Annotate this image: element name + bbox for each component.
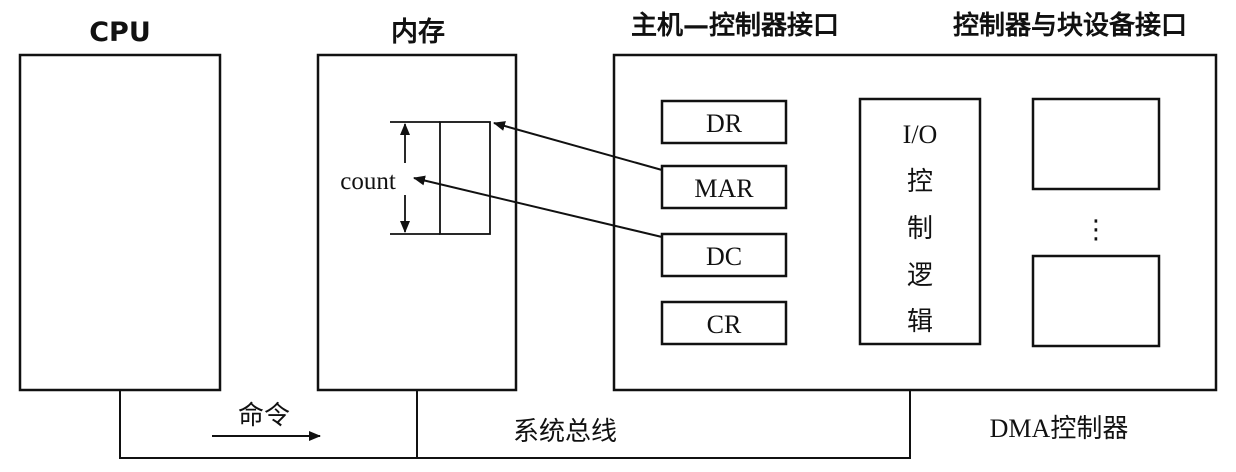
memory-buffer-block bbox=[439, 121, 491, 235]
system-bus-line bbox=[119, 390, 911, 459]
register-mar: MAR bbox=[660, 164, 788, 210]
device-interface-box-bottom bbox=[1031, 254, 1161, 348]
io-logic-line-4: 逻 bbox=[907, 261, 933, 291]
count-label: count bbox=[340, 168, 396, 195]
device-interface-label: 控制器与块设备接口 bbox=[953, 11, 1187, 41]
mar-to-memory-arrow bbox=[493, 121, 663, 171]
register-cr-label: CR bbox=[707, 310, 742, 339]
register-mar-box bbox=[660, 164, 788, 210]
register-mar-label: MAR bbox=[694, 174, 754, 203]
cpu-box bbox=[18, 53, 222, 392]
io-logic-line-1: I/O bbox=[903, 120, 938, 149]
register-dr-label: DR bbox=[706, 109, 743, 138]
device-interface-box-top bbox=[1031, 97, 1161, 191]
register-cr: CR bbox=[660, 300, 788, 346]
command-label: 命令 bbox=[238, 401, 290, 431]
dma-controller-box bbox=[612, 53, 1218, 392]
io-logic-line-5: 辑 bbox=[907, 307, 933, 337]
cpu-label: CPU bbox=[89, 17, 151, 48]
register-dc-label: DC bbox=[706, 242, 742, 271]
io-control-logic-box bbox=[858, 97, 982, 346]
register-cr-box bbox=[660, 300, 788, 346]
io-logic-line-3: 制 bbox=[907, 214, 933, 244]
io-logic-line-2: 控 bbox=[907, 167, 933, 197]
memory-label: 内存 bbox=[391, 17, 445, 48]
register-dr-box bbox=[660, 99, 788, 145]
dc-to-count-arrow bbox=[413, 175, 663, 238]
register-dr: DR bbox=[660, 99, 788, 145]
memory-box bbox=[316, 53, 518, 392]
system-bus-label: 系统总线 bbox=[513, 417, 617, 447]
host-interface-label: 主机—控制器接口 bbox=[631, 11, 839, 41]
dma-controller-label: DMA控制器 bbox=[990, 414, 1129, 443]
device-ellipsis: ⋮ bbox=[1083, 215, 1109, 245]
register-dc-box bbox=[660, 232, 788, 278]
register-dc: DC bbox=[660, 232, 788, 278]
